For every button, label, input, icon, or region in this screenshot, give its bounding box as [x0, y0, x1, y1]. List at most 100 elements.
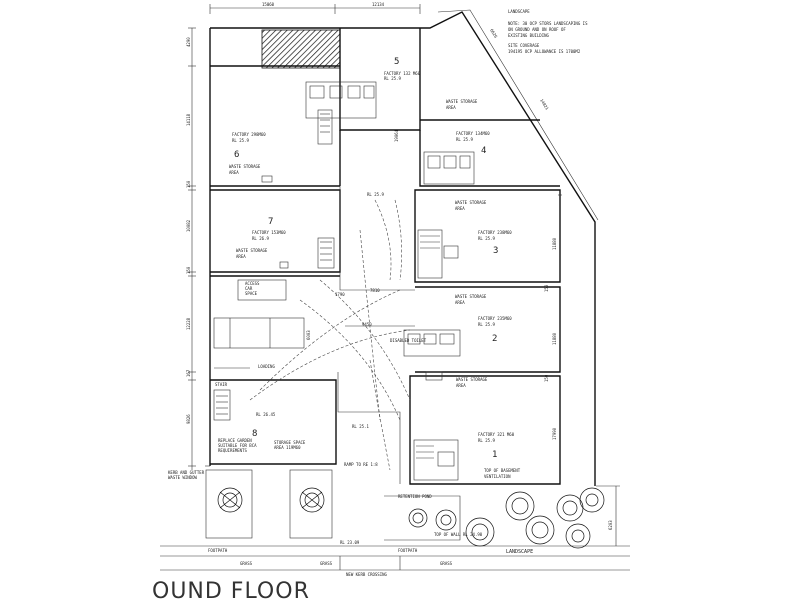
unit-4: FACTORY 134M60 RL 25.9 4 WASTE STORAGE A…	[419, 99, 560, 187]
unit-1: WASTE STORAGE AREA FACTORY 321 M60 RL 25…	[409, 371, 561, 485]
grass-label-3: GRASS	[440, 561, 453, 566]
tree-symbol-2	[299, 487, 325, 513]
retention-pond-label: RETENTION POND	[398, 494, 432, 499]
replace-line-1: REPLACE GARDEN	[218, 438, 252, 443]
dim-left-top: 4290	[186, 37, 191, 47]
ramp-rl: RL 25.1	[352, 424, 369, 429]
tree-symbol-6	[505, 491, 535, 521]
kerb-left-2: WASTE WINDOW	[168, 475, 197, 480]
landscape-beds: RETENTION POND KERB AND GUTTER WASTE WIN…	[168, 469, 620, 555]
tree-symbol-9	[579, 487, 605, 513]
dim-right-gap1: 150	[544, 284, 549, 292]
dim-right-gap2: 150	[544, 374, 549, 382]
dim-left-unit6: 14118	[186, 113, 191, 126]
tree-symbol-7	[525, 515, 555, 545]
unit-6-waste-area: AREA	[229, 170, 239, 175]
dim-right-bottom: 6203	[608, 520, 613, 530]
unit-3-rl: RL 25.9	[478, 236, 495, 241]
unit-5: 5 FACTORY 132 M60 RL 25.9	[305, 28, 421, 131]
unit-4-waste: WASTE STORAGE	[446, 99, 478, 104]
unit-8: STAIR RL 26.45 8 REPLACE GARDEN SUITABLE…	[210, 379, 337, 465]
unit-4-waste-area: AREA	[446, 105, 456, 110]
dim-left-gap1: 150	[186, 180, 191, 188]
corridor-rl: RL 25.9	[367, 192, 384, 197]
storage-line-2: AREA 119M60	[274, 445, 301, 450]
kerb-crossing-label: NEW KERB CROSSING	[346, 572, 388, 577]
basement-line-2: VENTILATION	[484, 474, 511, 479]
disabled-toilet-label: DISABLED TOILET	[390, 338, 427, 343]
coverage-line-2: 194195 OCP ALLOWANCE IS 1700M2	[508, 49, 581, 54]
access-parking-area: ACCESS CAR SPACE LOADING	[210, 275, 340, 369]
ground-floor-title: OUND FLOOR	[152, 579, 310, 600]
dim-diag-mid: 14821	[539, 98, 550, 111]
site-note-line-5: EXISTING BUILDING	[508, 33, 550, 38]
grass-label-1: GRASS	[240, 561, 253, 566]
site-note-line-1: LANDSCAPE	[508, 9, 530, 14]
dim-top-right: 12134	[372, 2, 385, 7]
kerb-left-1: KERB AND GUTTER	[168, 470, 205, 475]
basement-line-1: TOP OF BASEMENT	[484, 468, 521, 473]
unit-6-waste: WASTE STORAGE	[229, 164, 261, 169]
dim-small3: 19064	[394, 129, 399, 142]
unit-8-rl: RL 26.45	[256, 412, 276, 417]
landscape-label: LANDSCAPE	[506, 549, 533, 555]
unit-5-area: FACTORY 132 M60	[384, 71, 421, 76]
corridor-small-dim: 1790	[335, 292, 345, 297]
loading-label: LOADING	[258, 364, 275, 369]
corridor-dim: 9450	[362, 322, 372, 327]
top-dimension-line: 15060 12134	[209, 2, 421, 14]
footpath-label-2: FOOTPATH	[398, 548, 418, 553]
ramp-label: RAMP TO RE 1:8	[344, 462, 378, 467]
hatched-existing-area	[261, 29, 341, 69]
dim-left-access: 12228	[186, 317, 191, 330]
unit-1-number: 1	[492, 450, 497, 460]
dim-left-unit7: 10082	[186, 219, 191, 232]
corridor-right-dim: 7810	[370, 288, 380, 293]
tree-symbol-4	[435, 509, 457, 531]
stair-label: STAIR	[215, 382, 228, 387]
site-note-line-3: NOTE: 30 OCP STORS LANDSCAPING IS	[508, 21, 588, 26]
unit-4-number: 4	[481, 146, 486, 156]
top-wall-label: TOP OF WALL RL 24.90	[434, 532, 483, 537]
unit-2-area: FACTORY 235M60	[478, 316, 512, 321]
dim-right-unit3: 11880	[552, 237, 557, 250]
unit-7-waste-area: AREA	[236, 254, 246, 259]
dim-diag-top: 6626	[489, 28, 499, 39]
unit-4-rl: RL 25.9	[456, 137, 473, 142]
unit-7-number: 7	[268, 217, 273, 227]
tree-symbol-8	[556, 494, 584, 522]
rl-bottom-label: RL 23.09	[340, 540, 360, 545]
unit-7: 7 FACTORY 153M60 RL 26.9 WASTE STORAGE A…	[210, 189, 341, 273]
unit-5-number: 5	[394, 57, 399, 67]
unit-2: WASTE STORAGE AREA FACTORY 235M60 RL 25.…	[390, 284, 561, 373]
dim-top-left: 15060	[262, 2, 275, 7]
unit-2-number: 2	[492, 334, 497, 344]
unit-3-number: 3	[493, 246, 498, 256]
unit-3-waste-area: AREA	[455, 206, 465, 211]
unit-5-rl: RL 25.9	[384, 76, 401, 81]
unit-2-waste: WASTE STORAGE	[455, 294, 487, 299]
storage-line-1: STORAGE SPACE	[274, 440, 306, 445]
footpath-label-1: FOOTPATH	[208, 548, 228, 553]
dim-small2: 6003	[306, 330, 311, 340]
dim-left-unit8: 9826	[186, 414, 191, 424]
left-dimension-chain: 4290 14118 150 10082 150 12228 167 9826	[186, 27, 196, 470]
street-frontage: FOOTPATH FOOTPATH GRASS GRASS GRASS NEW …	[160, 545, 630, 577]
unit-6-rl: RL 25.9	[232, 138, 249, 143]
unit-6-area: FACTORY 298M60	[232, 132, 266, 137]
unit-7-area: FACTORY 153M60	[252, 230, 286, 235]
site-note-line-4: ON GROUND AND ON ROOF OF	[508, 27, 566, 32]
coverage-line-1: SITE COVERAGE	[508, 43, 540, 48]
unit-3: WASTE STORAGE AREA FACTORY 238M60 RL 25.…	[414, 189, 562, 283]
site-notes: LANDSCAPE NOTE: 30 OCP STORS LANDSCAPING…	[508, 9, 588, 54]
replace-line-2: SUITABLE FOR BCA	[218, 443, 257, 448]
dim-left-gap3: 167	[186, 369, 191, 377]
replace-line-3: REQUIREMENTS	[218, 448, 247, 453]
unit-4-area: FACTORY 134M60	[456, 131, 490, 136]
unit-1-area: FACTORY 321 M60	[478, 432, 515, 437]
unit-8-number: 8	[252, 429, 257, 439]
unit-2-waste-area: AREA	[455, 300, 465, 305]
grass-label-2: GRASS	[320, 561, 333, 566]
unit-6-number: 6	[234, 150, 239, 160]
